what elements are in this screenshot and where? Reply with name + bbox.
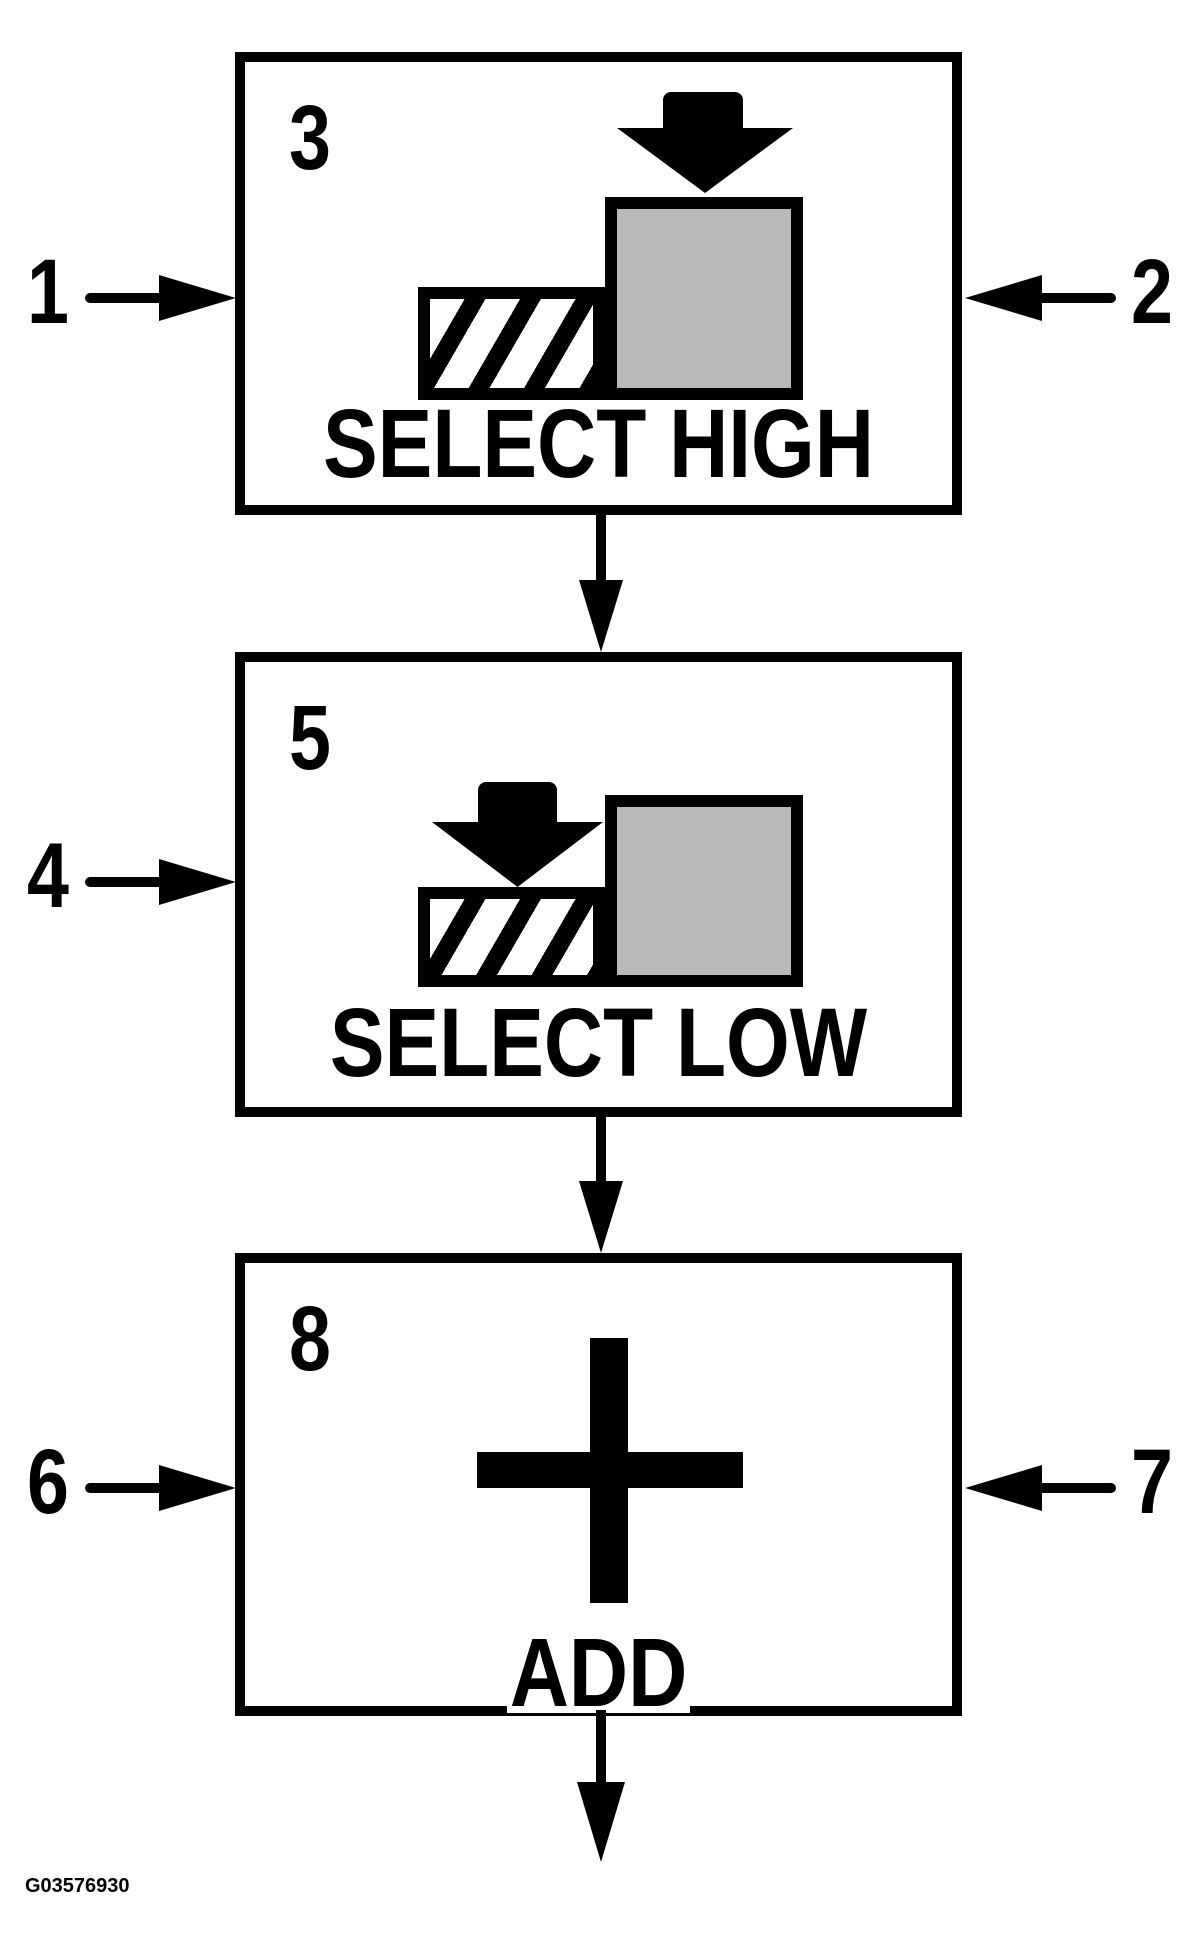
step-number-add: 8 xyxy=(289,1288,331,1390)
flow-connector-1-shaft xyxy=(596,508,606,586)
callout-4-arrow-shaft xyxy=(85,877,167,887)
step-label-select-high: SELECT HIGH xyxy=(322,389,875,498)
exit-connector-down-arrow-icon xyxy=(577,1782,625,1862)
high-block-gray xyxy=(605,197,803,400)
down-arrow-shaft xyxy=(663,92,743,128)
down-arrow-shaft xyxy=(478,782,557,822)
down-arrow-icon xyxy=(617,128,793,193)
step-number-select-low: 5 xyxy=(289,687,331,789)
callout-number-6: 6 xyxy=(27,1431,69,1533)
step-box-select-low: 5 SELECT LOW xyxy=(235,652,962,1117)
callout-number-7: 7 xyxy=(1131,1431,1173,1533)
step-number-select-high: 3 xyxy=(289,87,331,189)
down-arrow-icon xyxy=(432,822,603,887)
callout-7-left-arrow-icon xyxy=(965,1465,1042,1511)
step-label-select-low: SELECT LOW xyxy=(329,988,868,1097)
callout-number-4: 4 xyxy=(27,825,69,927)
plus-horizontal-bar xyxy=(477,1452,743,1488)
low-block-hatched xyxy=(418,287,605,400)
blocks-baseline xyxy=(418,388,803,400)
callout-2-left-arrow-icon xyxy=(965,275,1042,321)
step-label-add: ADD xyxy=(509,1618,688,1727)
callout-7-arrow-shaft xyxy=(1034,1483,1116,1493)
callout-4-right-arrow-icon xyxy=(159,859,236,905)
flow-connector-2-shaft xyxy=(596,1110,606,1186)
callout-1-right-arrow-icon xyxy=(159,275,236,321)
callout-2-arrow-shaft xyxy=(1034,293,1116,303)
callout-6-right-arrow-icon xyxy=(159,1465,236,1511)
low-block-hatched xyxy=(418,887,605,987)
flow-connector-1-down-arrow-icon xyxy=(579,580,623,652)
exit-connector-shaft xyxy=(596,1710,606,1786)
step-box-add: 8 ADD xyxy=(235,1253,962,1721)
figure-code: G03576930 xyxy=(25,1875,130,1897)
border-gap-patch xyxy=(507,1706,690,1713)
high-block-gray xyxy=(605,795,803,987)
callout-number-1: 1 xyxy=(27,241,69,343)
callout-6-arrow-shaft xyxy=(85,1483,167,1493)
step-box-select-high: 3 SELECT HIGH xyxy=(235,52,962,515)
flow-connector-2-down-arrow-icon xyxy=(579,1181,623,1253)
callout-number-2: 2 xyxy=(1131,241,1173,343)
callout-1-arrow-shaft xyxy=(85,293,167,303)
